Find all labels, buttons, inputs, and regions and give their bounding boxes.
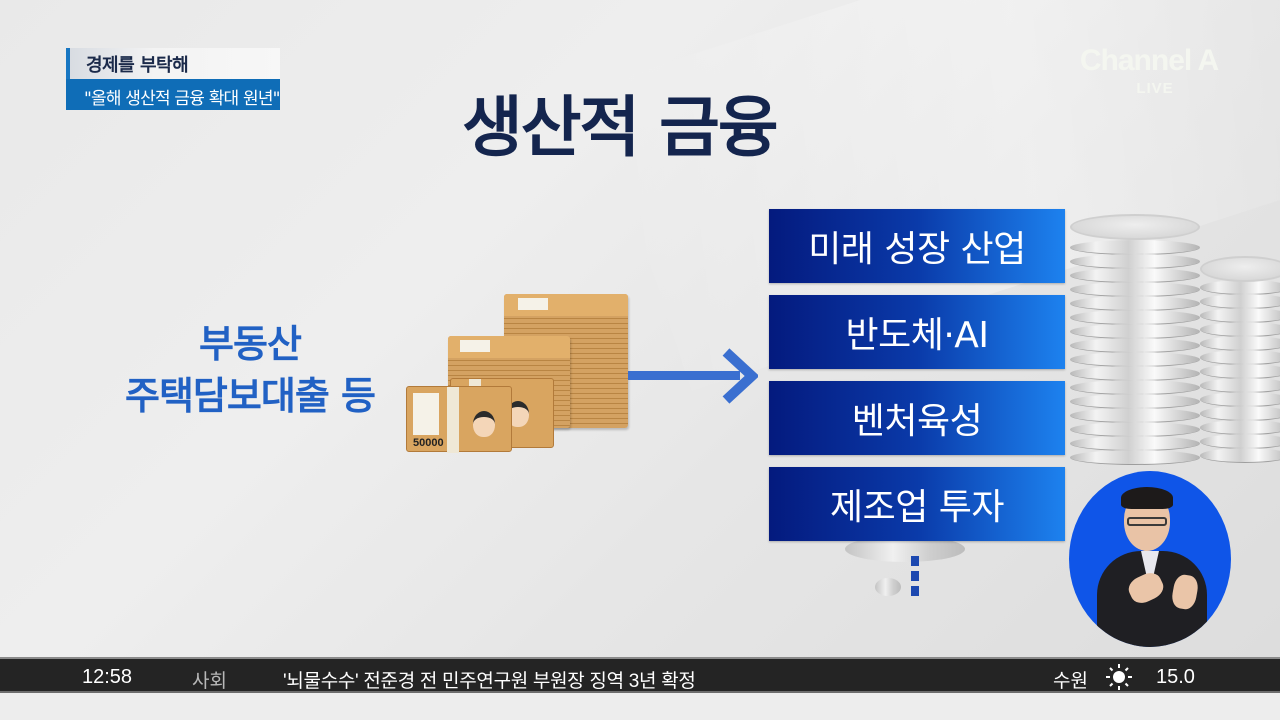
bill-denomination: 50000 [413,437,444,449]
glasses-icon [1127,517,1167,526]
program-title-bar: 경제를 부탁해 [66,48,280,79]
coin-stacks-image [1066,210,1280,490]
target-sector-label: 제조업 투자 [829,487,1005,528]
target-sector-label: 미래 성장 산업 [808,229,1026,270]
ticker-category: 사회 [192,671,227,692]
channel-logo: Channel A LIVE [1064,44,1234,104]
weather-city: 수원 [1053,671,1088,692]
from-label-line2: 주택담보대출 등 [125,374,376,418]
target-sector-label: 반도체·AI [845,315,989,356]
ticker-time: 12:58 [82,666,133,688]
from-label: 부동산 주택담보대출 등 [100,318,400,422]
program-subtitle-bar: "올해 생산적 금융 확대 원년" [66,79,281,110]
coin-stack-left [1070,210,1200,480]
program-title: 경제를 부탁해 [86,55,189,76]
target-sector-label: 벤처육성 [851,401,983,442]
more-dots-icon [911,556,921,601]
news-ticker: 12:58 사회 '뇌물수수' 전준경 전 민주연구원 부원장 징역 3년 확정… [0,657,1280,693]
program-subtitle: "올해 생산적 금융 확대 원년" [84,89,281,109]
ticker-headline: '뇌물수수' 전준경 전 민주연구원 부원장 징역 3년 확정 [283,671,696,692]
money-bundle-icon: 50000 [404,290,634,460]
arrow-right-icon [628,348,758,404]
sign-language-interpreter [1069,471,1231,647]
target-sector-venture: 벤처육성 [769,381,1065,455]
from-label-line1: 부동산 [199,322,302,366]
floor-coin-small [875,578,901,596]
weather-temperature: 15.0 [1156,666,1195,688]
live-badge: LIVE [1136,80,1174,97]
sun-icon [1106,664,1132,690]
coin-stack-right [1200,256,1280,486]
target-sector-future-growth: 미래 성장 산업 [769,209,1065,283]
program-header: 경제를 부탁해 "올해 생산적 금융 확대 원년" [66,48,281,110]
target-sector-manufacturing: 제조업 투자 [769,467,1065,541]
lower-margin [0,693,1280,720]
graphic-title: 생산적 금융 [462,89,779,166]
channel-name: Channel A [1079,44,1219,77]
target-sector-semiconductor-ai: 반도체·AI [769,295,1065,369]
target-sector-list: 미래 성장 산업 반도체·AI 벤처육성 제조업 투자 [769,209,1065,553]
money-bundle-front: 50000 [406,386,512,453]
